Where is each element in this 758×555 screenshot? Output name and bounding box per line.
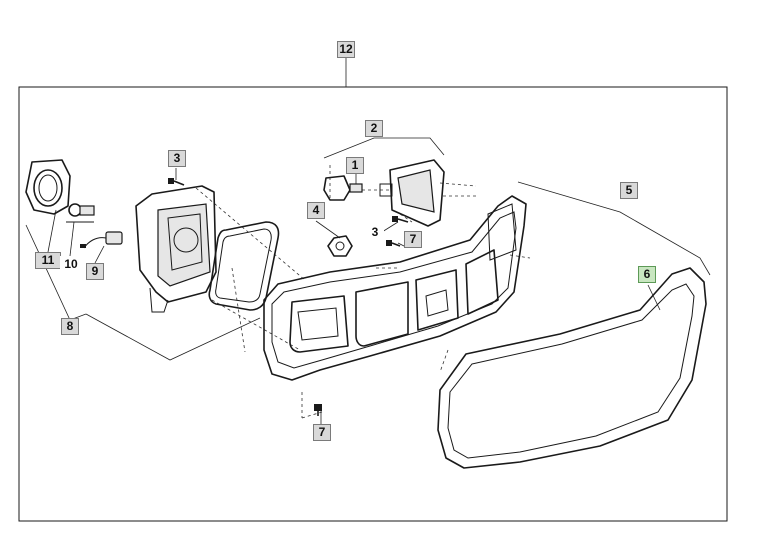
- part-lamp-module: [379, 159, 445, 227]
- callout-6[interactable]: 6: [638, 266, 656, 283]
- callout-1[interactable]: 1: [346, 157, 364, 174]
- part-headlight-housing: [135, 185, 217, 313]
- callout-4[interactable]: 4: [307, 202, 325, 219]
- callout-9[interactable]: 9: [86, 263, 104, 280]
- part-grille-frame: [263, 195, 527, 381]
- assembly-frame: [18, 86, 728, 522]
- part-screw-center: [392, 216, 409, 223]
- part-gasket: [208, 221, 280, 311]
- callout-8[interactable]: 8: [61, 318, 79, 335]
- callout-7-upper[interactable]: 7: [404, 231, 422, 248]
- part-nut: [327, 235, 353, 257]
- leader-lines: [25, 58, 711, 424]
- callout-7-bottom[interactable]: 7: [313, 424, 331, 441]
- alignment-lines: [195, 165, 531, 419]
- part-screw-bottom: [314, 404, 322, 416]
- callout-11[interactable]: 11: [35, 252, 61, 269]
- callout-10[interactable]: 10: [60, 256, 82, 273]
- part-actuator: [323, 175, 363, 201]
- callout-3[interactable]: 3: [168, 150, 186, 167]
- part-trim-surround: [437, 267, 707, 469]
- callout-3-center[interactable]: 3: [366, 224, 384, 241]
- part-screw-upper: [386, 240, 401, 247]
- part-bezel-ring: [25, 159, 71, 215]
- part-bulb: [66, 203, 95, 223]
- part-screw-left: [168, 178, 185, 186]
- callout-2[interactable]: 2: [365, 120, 383, 137]
- callout-5[interactable]: 5: [620, 182, 638, 199]
- callout-12[interactable]: 12: [337, 41, 355, 58]
- part-socket: [80, 231, 123, 249]
